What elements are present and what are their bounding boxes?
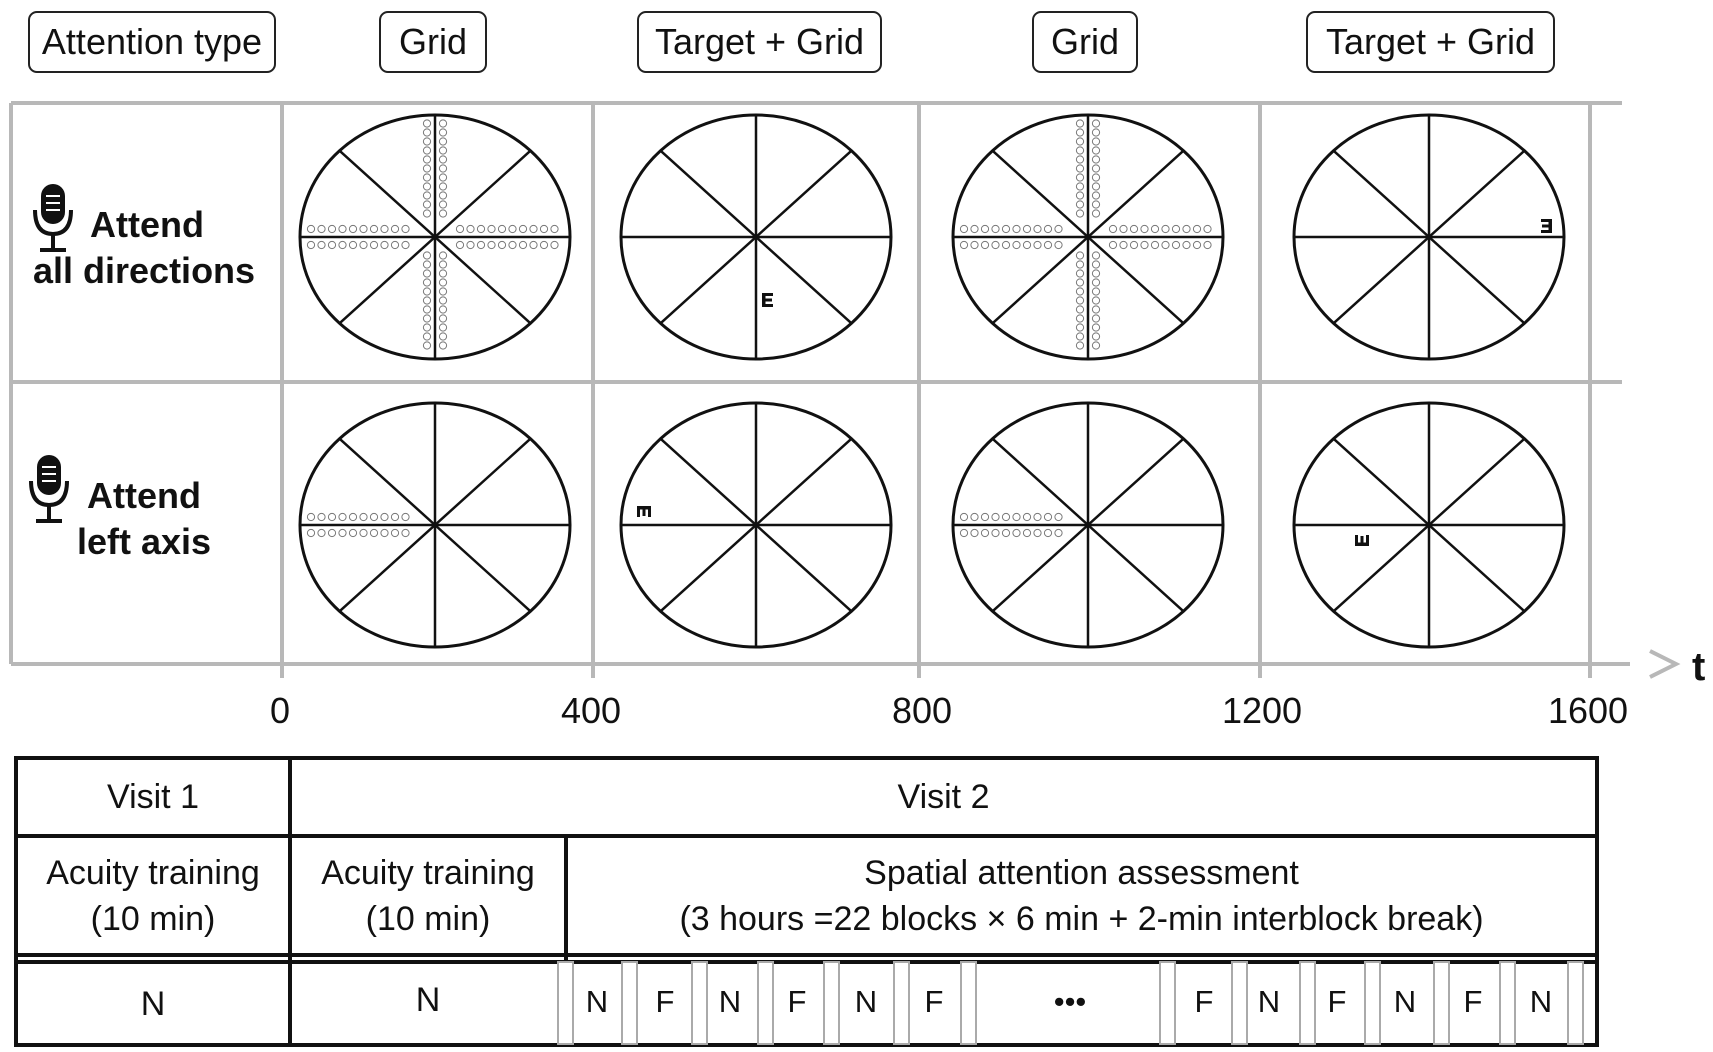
block-separator — [691, 961, 708, 1045]
acuity-training-visit2: Acuity training (10 min) — [292, 838, 564, 953]
visit1-cell: Visit 1 — [18, 760, 288, 834]
block-label-10: F — [1327, 984, 1347, 1019]
circle-grid-4 — [1292, 113, 1566, 361]
acuity2-line2: (10 min) — [365, 899, 491, 938]
circle-grid-5 — [298, 401, 572, 649]
block-separator — [1231, 961, 1248, 1045]
row-label-all-directions-line2: all directions — [33, 250, 256, 291]
spatial-line1: Spatial attention assessment — [864, 853, 1299, 892]
header-target-grid-1: Target + Grid — [637, 11, 882, 73]
block-separator — [1364, 961, 1381, 1045]
circle-grid-3 — [951, 113, 1225, 361]
spatial-attention-assessment: Spatial attention assessment (3 hours =2… — [568, 838, 1595, 953]
tick-1200: 1200 — [1221, 690, 1303, 731]
circle-grid-7 — [951, 401, 1225, 649]
block-label-3: N — [718, 984, 742, 1019]
visit2-cell: Visit 2 — [292, 760, 1595, 834]
acuity2-line1: Acuity training — [321, 853, 535, 892]
block-separator — [823, 961, 840, 1045]
spatial-line2: (3 hours =22 blocks × 6 min + 2-min inte… — [679, 899, 1484, 938]
acuity-training-visit1: Acuity training (10 min) — [18, 838, 288, 953]
circle-grid-1 — [298, 113, 572, 361]
target-e-icon — [1541, 219, 1552, 233]
block-separator — [1499, 961, 1516, 1045]
visit2-label: Visit 2 — [897, 778, 990, 816]
block-label-4: F — [787, 984, 807, 1019]
block-separator — [757, 961, 774, 1045]
n-label: N — [140, 984, 166, 1023]
block-label-6: F — [924, 984, 944, 1019]
target-e-icon — [762, 293, 773, 307]
visit1-block-n: N — [18, 964, 288, 1043]
header-target-grid-2: Target + Grid — [1306, 11, 1555, 73]
acuity1-line1: Acuity training — [46, 853, 260, 892]
block-label-2: F — [655, 984, 675, 1019]
tick-1600: 1600 — [1547, 690, 1629, 731]
acuity1-line2: (10 min) — [90, 899, 216, 938]
header-attention-type: Attention type — [28, 11, 276, 73]
block-separator — [1567, 961, 1584, 1045]
circle-grid-6 — [619, 401, 893, 649]
block-separator — [1159, 961, 1176, 1045]
header-grid-2: Grid — [1032, 11, 1138, 73]
block-label-5: N — [854, 984, 878, 1019]
block-label-1: N — [585, 984, 609, 1019]
n-label: N — [415, 981, 441, 1019]
tick-0: 0 — [269, 690, 291, 731]
block-separator — [893, 961, 910, 1045]
visit1-label: Visit 1 — [107, 778, 199, 816]
tick-400: 400 — [560, 690, 622, 731]
block-label-13: N — [1529, 984, 1553, 1019]
row-label-left-axis-line2: left axis — [77, 521, 212, 562]
circle-grid-8 — [1292, 401, 1566, 649]
row-label-left-axis-line1: Attend — [87, 475, 201, 516]
block-label-9: N — [1257, 984, 1281, 1019]
target-e-icon — [637, 506, 651, 517]
tick-800: 800 — [891, 690, 953, 731]
block-label-12: F — [1463, 984, 1483, 1019]
row-label-all-directions-line1: Attend — [90, 204, 204, 245]
block-separator — [960, 961, 977, 1045]
block-label-7: ••• — [1053, 984, 1087, 1019]
circle-grids — [298, 113, 1566, 649]
visit2-acuity-block-n: N — [292, 962, 564, 1038]
block-label-8: F — [1194, 984, 1214, 1019]
block-separator — [1433, 961, 1450, 1045]
microphone-icon — [33, 184, 73, 252]
block-separator — [557, 961, 574, 1045]
block-separator — [621, 961, 638, 1045]
time-axis-label: t — [1692, 645, 1706, 689]
block-separator — [1299, 961, 1316, 1045]
microphone-icon — [29, 455, 69, 523]
header-grid-1: Grid — [379, 11, 487, 73]
block-label-11: N — [1393, 984, 1417, 1019]
circle-grid-2 — [619, 113, 893, 361]
target-e-icon — [1355, 535, 1369, 546]
